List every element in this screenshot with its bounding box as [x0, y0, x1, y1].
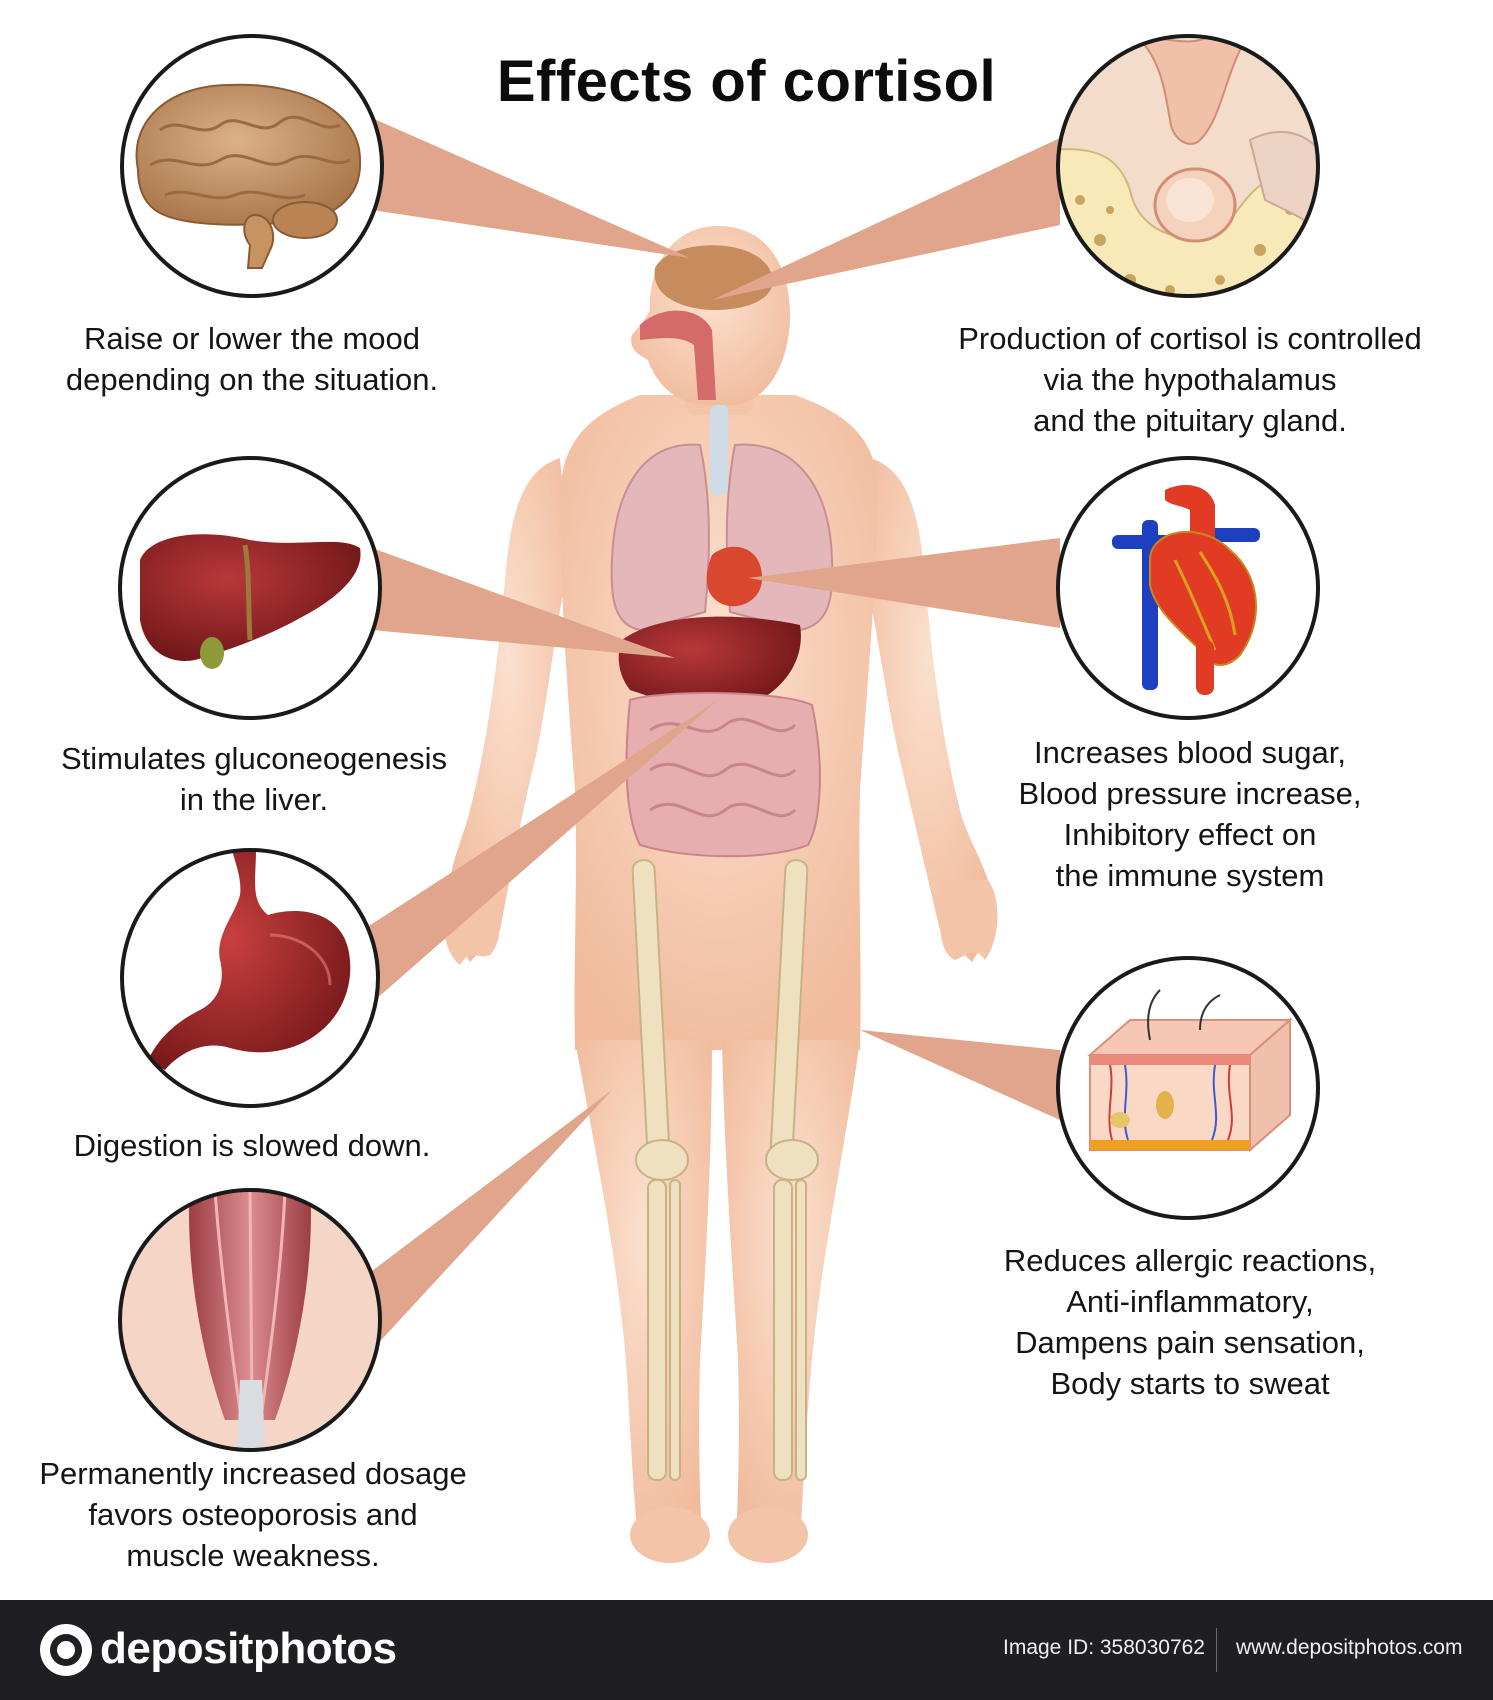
diagram-title: Effects of cortisol: [496, 49, 997, 114]
brain-illustration: [120, 34, 384, 298]
brand-name: depositphotos: [100, 1624, 397, 1673]
pointer-pituitary: [712, 138, 1060, 300]
pointer-wedges: [355, 118, 1060, 1350]
caption-line: Digestion is slowed down.: [73, 1128, 431, 1163]
pointer-skin: [860, 1030, 1060, 1120]
caption-line: Permanently increased dosage: [39, 1456, 467, 1491]
caption-brain: Raise or lower the mood depending on the…: [44, 318, 460, 400]
left-foot: [630, 1507, 710, 1563]
body-intestines-folds: [649, 717, 797, 818]
caption-skin: Reduces allergic reactions, Anti-inflamm…: [975, 1240, 1405, 1404]
depositphotos-logo-icon: [40, 1624, 92, 1676]
caption-line: Stimulates gluconeogenesis: [60, 741, 448, 776]
stomach-illustration: [120, 848, 380, 1108]
pointer-heart: [748, 538, 1060, 628]
right-hand: [939, 880, 998, 960]
caption-line: muscle weakness.: [126, 1538, 380, 1573]
image-id-label: Image ID: 358030762: [1003, 1636, 1205, 1659]
left-arm: [448, 458, 570, 962]
pointer-brain: [372, 118, 690, 258]
caption-line: depending on the situation.: [65, 362, 439, 397]
pointer-muscle: [360, 1090, 612, 1350]
caption-line: Anti-inflammatory,: [1066, 1284, 1314, 1319]
site-url-link[interactable]: www.depositphotos.com: [1236, 1636, 1463, 1659]
body-heart: [706, 546, 763, 607]
left-lung: [610, 443, 710, 632]
caption-pituitary: Production of cortisol is controlled via…: [930, 318, 1450, 441]
stock-footer-bar: depositphotos Image ID: 358030762 www.de…: [0, 1600, 1493, 1700]
head-brain: [654, 245, 773, 310]
caption-line: Increases blood sugar,: [1034, 735, 1346, 770]
head-airway: [640, 310, 716, 400]
left-leg: [575, 1040, 712, 1540]
caption-line: Dampens pain sensation,: [1015, 1325, 1365, 1360]
caption-line: Reduces allergic reactions,: [1003, 1243, 1377, 1278]
caption-heart: Increases blood sugar, Blood pressure in…: [985, 732, 1395, 896]
caption-line: Blood pressure increase,: [1018, 776, 1362, 811]
caption-line: Body starts to sweat: [1050, 1366, 1330, 1401]
skin-illustration: [1056, 956, 1320, 1220]
caption-line: and the pituitary gland.: [1033, 403, 1347, 438]
caption-muscle: Permanently increased dosage favors oste…: [10, 1453, 496, 1576]
pituitary-illustration: [1056, 34, 1320, 298]
caption-line: in the liver.: [179, 782, 329, 817]
caption-liver: Stimulates gluconeogenesis in the liver.: [30, 738, 478, 820]
right-foot: [728, 1507, 808, 1563]
caption-line: Raise or lower the mood: [84, 321, 420, 356]
liver-illustration: [118, 456, 382, 720]
body-liver: [618, 616, 801, 711]
pointer-stomach: [355, 700, 718, 1000]
diagram-canvas: [118, 34, 1320, 1563]
caption-line: via the hypothalamus: [1043, 362, 1337, 397]
trachea: [710, 405, 728, 495]
heart-illustration: [1056, 456, 1320, 720]
muscle-illustration: [118, 1188, 382, 1452]
footer-divider: [1216, 1628, 1217, 1672]
caption-line: the immune system: [1055, 858, 1325, 893]
leg-bones: [631, 859, 819, 1481]
caption-line: Inhibitory effect on: [1063, 817, 1317, 852]
caption-line: Production of cortisol is controlled: [958, 321, 1422, 356]
caption-line: favors osteoporosis and: [88, 1497, 418, 1532]
caption-stomach: Digestion is slowed down.: [40, 1125, 464, 1166]
human-body-figure: [442, 226, 998, 1563]
pointer-liver: [372, 548, 675, 658]
